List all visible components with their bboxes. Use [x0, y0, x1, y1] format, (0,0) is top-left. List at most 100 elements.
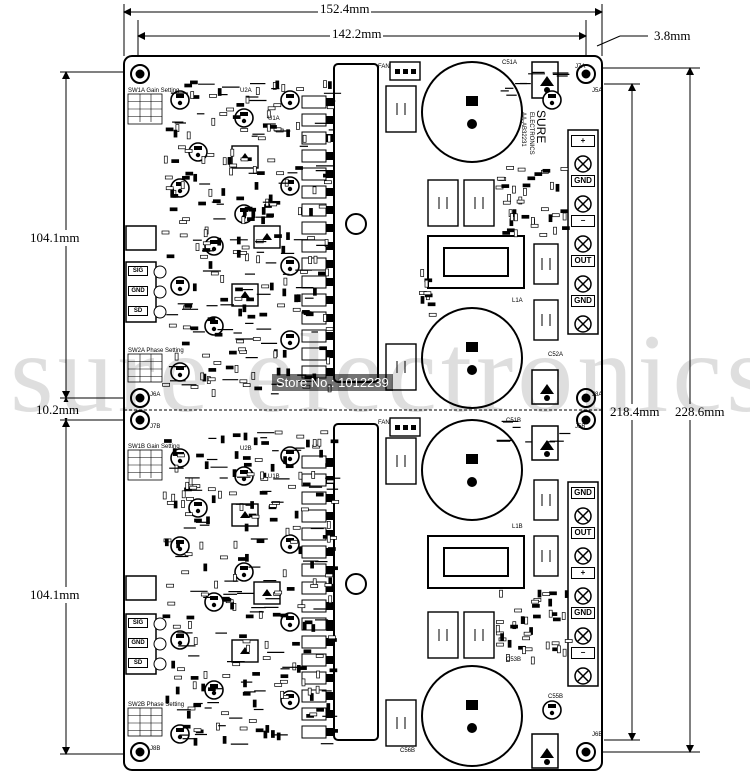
smd-resistor [252, 699, 257, 708]
smd-resistor [164, 439, 172, 443]
smd-resistor [309, 208, 313, 216]
smd-resistor [207, 377, 216, 382]
smd-resistor [276, 171, 284, 176]
smd-resistor [185, 481, 190, 490]
terminal-screw-icon [574, 507, 592, 525]
inductors [427, 235, 525, 589]
smd-resistor [514, 608, 522, 613]
smd-resistor [282, 288, 287, 297]
smd-resistor [269, 282, 274, 291]
smd-resistor [162, 491, 167, 500]
smd-resistor [328, 547, 336, 551]
smd-resistor [274, 590, 283, 595]
smd-resistor [311, 471, 316, 479]
smd-resistor [424, 279, 429, 288]
smd-resistor [177, 453, 185, 458]
terminal-screw-icon [574, 627, 592, 645]
smd-resistor [229, 163, 238, 168]
smd-resistor [290, 539, 298, 544]
small-capacitor [170, 90, 190, 110]
brand-part: AA-AB32231 [520, 112, 526, 147]
smd-resistor [331, 500, 340, 504]
smd-resistor [300, 270, 308, 274]
smd-resistor [211, 495, 216, 504]
smd-resistor [313, 255, 318, 264]
smd-resistor [242, 383, 251, 387]
mosfet-package [301, 275, 327, 289]
smd-resistor [267, 106, 276, 111]
smd-resistor [202, 241, 211, 246]
smd-resistor [517, 167, 526, 172]
mosfet-tab [326, 332, 334, 340]
smd-resistor [165, 186, 174, 191]
smd-resistor [297, 604, 306, 609]
mosfet-tab [326, 620, 334, 628]
terminal-label-u4: OUT [571, 255, 595, 267]
smd-resistor [286, 129, 290, 138]
smd-resistor [274, 234, 282, 238]
smd-resistor [324, 583, 333, 587]
smd-resistor [217, 237, 222, 246]
smd-resistor [272, 612, 281, 617]
smd-resistor [246, 297, 254, 302]
ref-j7a: J7A [575, 64, 586, 70]
smd-resistor [240, 128, 249, 132]
smd-resistor [298, 546, 303, 555]
mosfet-tab [326, 350, 334, 358]
smd-resistor [190, 385, 199, 389]
terminal-label-u1: + [571, 135, 595, 147]
smd-resistor [208, 261, 213, 269]
smd-resistor [311, 624, 316, 632]
smd-resistor [507, 194, 511, 202]
smd-resistor [256, 255, 260, 264]
smd-resistor [178, 145, 186, 150]
smd-resistor [524, 647, 533, 652]
smd-resistor [273, 350, 278, 359]
smd-resistor [175, 686, 180, 695]
smd-resistor [218, 490, 222, 499]
mosfet-tab [326, 638, 334, 646]
smd-resistor [533, 614, 541, 619]
smd-resistor [242, 304, 247, 313]
smd-resistor [506, 654, 510, 662]
smd-resistor [320, 430, 329, 435]
ref-l1b: L1B [512, 524, 523, 530]
smd-resistor [552, 617, 561, 622]
smd-resistor [253, 437, 258, 446]
smd-resistor [174, 352, 179, 361]
smd-resistor [280, 613, 289, 618]
smd-resistor [260, 471, 264, 480]
mosfet-tab [326, 728, 334, 736]
terminal-screws [574, 155, 592, 685]
sig-label-lower: SIG [128, 618, 148, 628]
smd-resistor [271, 730, 275, 738]
smd-resistor [280, 690, 284, 699]
smd-resistor [562, 648, 567, 657]
small-capacitor [170, 362, 190, 382]
smd-resistor [326, 703, 331, 711]
mosfet-tab [326, 224, 334, 232]
smd-resistor [189, 485, 198, 490]
smd-resistor [227, 157, 232, 165]
smd-resistor [251, 372, 256, 380]
smd-resistor [545, 641, 550, 650]
smd-resistor [310, 560, 314, 569]
mosfet-package [301, 635, 327, 649]
smd-resistor [277, 303, 285, 308]
terminal-label-u5: GND [571, 295, 595, 307]
smd-resistor [522, 183, 531, 188]
smd-resistor [185, 512, 193, 517]
terminal-screw-icon [574, 275, 592, 293]
smd-resistor [226, 107, 234, 112]
smd-resistor [176, 540, 180, 549]
terminal-label-u2: GND [571, 175, 595, 187]
terminal-label-l2: OUT [571, 527, 595, 539]
smd-resistor [286, 368, 291, 377]
smd-resistor [327, 384, 332, 393]
smd-resistor [268, 194, 273, 203]
smd-resistor [245, 95, 250, 104]
smd-resistor [222, 736, 227, 744]
small-capacitor [280, 534, 300, 554]
smd-resistor [186, 131, 191, 140]
gnd-label-lower: GND [128, 638, 148, 648]
